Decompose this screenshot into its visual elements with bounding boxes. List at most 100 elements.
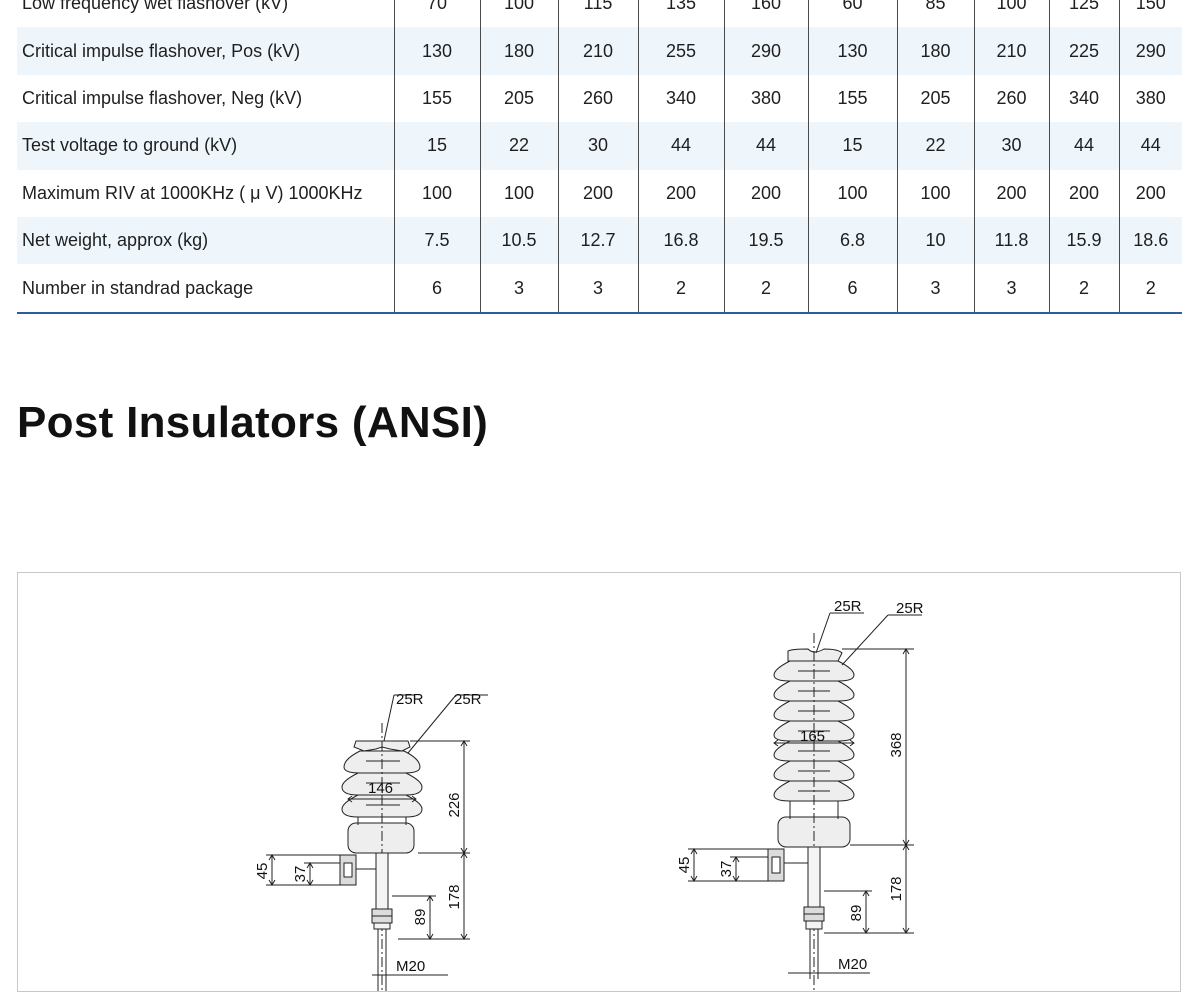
table-cell: 15 bbox=[393, 122, 480, 170]
table-cell: 135 bbox=[637, 0, 724, 28]
table-cell: 180 bbox=[896, 27, 974, 75]
table-cell: 44 bbox=[1118, 122, 1182, 170]
left-bracket-inner-label: 37 bbox=[292, 866, 309, 883]
insulator-drawings: 25R 25R 146 226 178 89 45 37 M20 25R 25R… bbox=[254, 598, 924, 991]
table-cell: 200 bbox=[973, 169, 1049, 217]
right-insulator-drawing bbox=[688, 612, 922, 991]
table-cell: 85 bbox=[896, 0, 974, 28]
right-radius-b-label: 25R bbox=[896, 600, 924, 617]
right-stud-length-label: 89 bbox=[848, 905, 865, 922]
table-cell: 12.7 bbox=[557, 216, 638, 265]
section-title: Post Insulators (ANSI) bbox=[17, 398, 489, 447]
table-cell: 2 bbox=[1048, 264, 1119, 313]
table-cell: 200 bbox=[1118, 169, 1182, 217]
table-cell: 200 bbox=[723, 169, 808, 217]
row-label: Critical impulse flashover, Neg (kV) bbox=[17, 74, 394, 123]
table-cell: 22 bbox=[896, 122, 974, 170]
table-cell: 160 bbox=[723, 0, 808, 28]
table-cell: 130 bbox=[393, 27, 480, 75]
table-cell: 210 bbox=[973, 27, 1049, 75]
left-base-height-label: 178 bbox=[446, 884, 463, 909]
table-cell: 205 bbox=[479, 74, 558, 123]
table-cell: 100 bbox=[479, 0, 558, 28]
table-cell: 260 bbox=[557, 74, 638, 123]
right-radius-a-label: 25R bbox=[834, 598, 862, 615]
row-label: Low frequency wet flashover (kV) bbox=[17, 0, 394, 28]
left-bracket-outer-label: 45 bbox=[254, 863, 271, 880]
table-cell: 10 bbox=[896, 216, 974, 265]
table-cell: 100 bbox=[479, 169, 558, 217]
table-cell: 6.8 bbox=[807, 216, 897, 265]
table-cell: 44 bbox=[1048, 122, 1119, 170]
table-cell: 22 bbox=[479, 122, 558, 170]
table-cell: 15 bbox=[807, 122, 897, 170]
row-label: Maximum RIV at 1000KHz ( μ V) 1000KHz bbox=[17, 169, 394, 217]
table-cell: 11.8 bbox=[973, 216, 1049, 265]
table-cell: 100 bbox=[896, 169, 974, 217]
right-diameter-label: 165 bbox=[800, 728, 825, 745]
table-cell: 100 bbox=[807, 169, 897, 217]
table-cell: 150 bbox=[1118, 0, 1182, 28]
table-cell: 10.5 bbox=[479, 216, 558, 265]
table-cell: 200 bbox=[637, 169, 724, 217]
table-cell: 15.9 bbox=[1048, 216, 1119, 265]
left-body-height-label: 226 bbox=[446, 792, 463, 817]
right-base-height-label: 178 bbox=[888, 876, 905, 901]
table-cell: 16.8 bbox=[637, 216, 724, 265]
left-radius-a-label: 25R bbox=[396, 691, 424, 708]
table-cell: 225 bbox=[1048, 27, 1119, 75]
row-label: Number in standrad package bbox=[17, 264, 394, 313]
left-stud-length-label: 89 bbox=[412, 909, 429, 926]
table-cell: 290 bbox=[1118, 27, 1182, 75]
table-cell: 7.5 bbox=[393, 216, 480, 265]
technical-drawing-panel: 25R 25R 146 226 178 89 45 37 M20 25R 25R… bbox=[17, 572, 1181, 992]
row-label: Net weight, approx (kg) bbox=[17, 216, 394, 265]
table-cell: 180 bbox=[479, 27, 558, 75]
table-cell: 3 bbox=[479, 264, 558, 313]
table-cell: 30 bbox=[557, 122, 638, 170]
right-bracket-outer-label: 45 bbox=[676, 857, 693, 874]
row-label: Test voltage to ground (kV) bbox=[17, 122, 394, 170]
table-cell: 205 bbox=[896, 74, 974, 123]
table-cell: 380 bbox=[1118, 74, 1182, 123]
table-cell: 380 bbox=[723, 74, 808, 123]
table-cell: 44 bbox=[723, 122, 808, 170]
right-body-height-label: 368 bbox=[888, 732, 905, 757]
table-cell: 100 bbox=[393, 169, 480, 217]
table-cell: 19.5 bbox=[723, 216, 808, 265]
table-cell: 100 bbox=[973, 0, 1049, 28]
table-cell: 30 bbox=[973, 122, 1049, 170]
table-cell: 290 bbox=[723, 27, 808, 75]
left-diameter-label: 146 bbox=[368, 780, 393, 797]
table-cell: 3 bbox=[557, 264, 638, 313]
table-cell: 44 bbox=[637, 122, 724, 170]
table-cell: 125 bbox=[1048, 0, 1119, 28]
table-cell: 340 bbox=[637, 74, 724, 123]
table-cell: 255 bbox=[637, 27, 724, 75]
table-cell: 130 bbox=[807, 27, 897, 75]
table-cell: 340 bbox=[1048, 74, 1119, 123]
table-cell: 115 bbox=[557, 0, 638, 28]
table-cell: 200 bbox=[557, 169, 638, 217]
right-bracket-inner-label: 37 bbox=[718, 861, 735, 878]
table-cell: 18.6 bbox=[1118, 216, 1182, 265]
table-cell: 155 bbox=[807, 74, 897, 123]
left-radius-b-label: 25R bbox=[454, 691, 482, 708]
right-thread-label: M20 bbox=[838, 956, 867, 973]
table-cell: 200 bbox=[1048, 169, 1119, 217]
table-cell: 60 bbox=[807, 0, 897, 28]
table-cell: 3 bbox=[896, 264, 974, 313]
table-cell: 2 bbox=[1118, 264, 1182, 313]
row-label: Critical impulse flashover, Pos (kV) bbox=[17, 27, 394, 75]
table-cell: 2 bbox=[723, 264, 808, 313]
table-cell: 210 bbox=[557, 27, 638, 75]
table-cell: 155 bbox=[393, 74, 480, 123]
